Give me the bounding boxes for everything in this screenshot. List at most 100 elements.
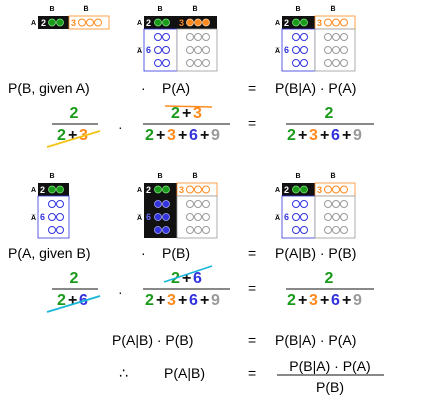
frac2-den-plus: + [156,127,165,144]
col-label-b: B [157,173,162,180]
diagram-s1-a: B B̅ A 2 3 [31,5,110,30]
frac1-strike [46,130,101,148]
diagram-s2-b: B B̅ A A̅ 2 3 6 [136,172,218,239]
frac1-num: 2 [70,105,79,122]
row-label-a: A [31,187,36,194]
ball-green [292,18,300,27]
equals-sign: = [248,245,256,261]
count-a-not-b: 3 [179,18,184,28]
row-label-not-a: A̅ [274,214,280,222]
ball-orange [340,185,348,194]
diagram-s2-c: B B̅ A A̅ 2 3 6 [274,172,356,239]
frac2-strike [163,265,213,283]
ball-orange [94,18,102,27]
ball-orange [324,18,332,27]
ball-green [292,185,300,194]
line1-rhs: P(B|A) · P(A) [275,332,356,348]
ball-green [56,185,64,194]
col-label-b: B [49,173,54,180]
col-label-not-b: B̅ [83,5,89,13]
frac3-den-plus: + [320,127,329,144]
row-label-a: A [31,20,36,27]
frac3-den-3: 3 [309,292,318,309]
balls-blue [154,200,170,234]
count-ab: 2 [146,185,151,195]
frac2-den-plus: + [200,292,209,309]
count-not-a-b: 6 [284,45,289,55]
col-label-not-b: B̅ [192,5,198,13]
frac3-den-plus: + [342,127,351,144]
equals-sign: = [248,280,256,296]
diagram-s2-a: B A A̅ 2 6 [30,173,70,239]
balls-blue [48,200,64,234]
ball-orange [332,185,340,194]
row-label-not-a: A̅ [274,47,280,55]
row-label-a: A [275,20,280,27]
fractions-s1: 2 2 + 3 · 2 + 3 2 + 3 + 6 + 9 = 2 2 + 3 … [46,105,374,148]
col-label-not-b: B̅ [330,172,336,180]
frac3-den-plus: + [298,127,307,144]
row-label-not-a: A̅ [136,47,142,55]
line2-numerator: P(B|A) · P(A) [289,358,370,374]
equals-sign: = [248,80,256,96]
frac2-den-9: 9 [211,292,220,309]
fractions-s2: 2 2 + 6 · 2 + 6 2 + 3 + 6 + 9 = 2 2 + 3 … [46,265,374,313]
equals-sign: = [248,332,256,348]
ball-orange [78,18,86,27]
line2-denominator: P(B) [316,379,344,395]
ball-green [300,185,308,194]
frac3-den-2: 2 [287,292,296,309]
count-a-not-b: 3 [317,185,322,195]
frac3-den-6: 6 [331,292,340,309]
frac3-den-plus: + [298,292,307,309]
equation-s1: P(B, given A) · P(A) = P(B|A) · P(A) [8,80,356,96]
frac2-num-plus: + [182,270,191,287]
times-dot: · [141,80,146,96]
times-dot: · [141,245,146,261]
balls-blue [154,33,170,67]
frac1-den-plus: + [68,127,77,144]
conclusion: P(A|B) · P(B) = P(B|A) · P(A) ∴ P(A|B) =… [112,332,384,395]
frac2-den-9: 9 [211,127,220,144]
frac2-num-plus: + [182,105,191,122]
frac2-den-6: 6 [189,127,198,144]
frac3-num: 2 [325,105,334,122]
frac2-den-plus: + [200,127,209,144]
frac3-den-6: 6 [331,127,340,144]
rhs-p-b-given-a-times-p-a: P(B|A) · P(A) [275,80,356,96]
count-not-a-b: 6 [146,212,151,222]
line2-lhs: P(A|B) [164,365,205,381]
equals-sign: = [248,365,256,381]
frac1-den-plus: + [68,292,77,309]
frac2-num-6: 6 [193,270,202,287]
frac2-strike [164,105,213,108]
ball-green [154,185,162,194]
ball-green [154,18,162,27]
frac1-num: 2 [70,270,79,287]
col-label-not-b: B̅ [330,5,336,13]
ball-orange [86,18,94,27]
frac2-den-plus: + [178,127,187,144]
ball-orange [186,185,194,194]
line1-lhs: P(A|B) · P(B) [112,332,193,348]
balls-blue [292,33,308,67]
frac3-den-9: 9 [353,127,362,144]
balls-gray [324,33,348,67]
count-not-a-b: 6 [40,212,45,222]
rhs-p-a-given-b-times-p-b: P(A|B) · P(B) [275,245,356,261]
count-a-not-b: 3 [317,18,322,28]
frac3-den-2: 2 [287,127,296,144]
balls-gray [324,200,348,234]
equals-sign: = [248,115,256,131]
diagram-s1-c: B B̅ A A̅ 2 3 6 [274,5,356,72]
ball-orange [332,18,340,27]
col-label-b: B [295,6,300,13]
ball-green [56,18,64,27]
lhs-p-b-given-a: P(B, given A) [8,80,90,96]
ball-orange [340,18,348,27]
count-a-not-b: 3 [179,185,184,195]
equation-s2: P(A, given B) · P(B) = P(A|B) · P(B) [8,245,356,261]
frac1-den-2: 2 [57,127,66,144]
ball-orange [194,18,202,27]
